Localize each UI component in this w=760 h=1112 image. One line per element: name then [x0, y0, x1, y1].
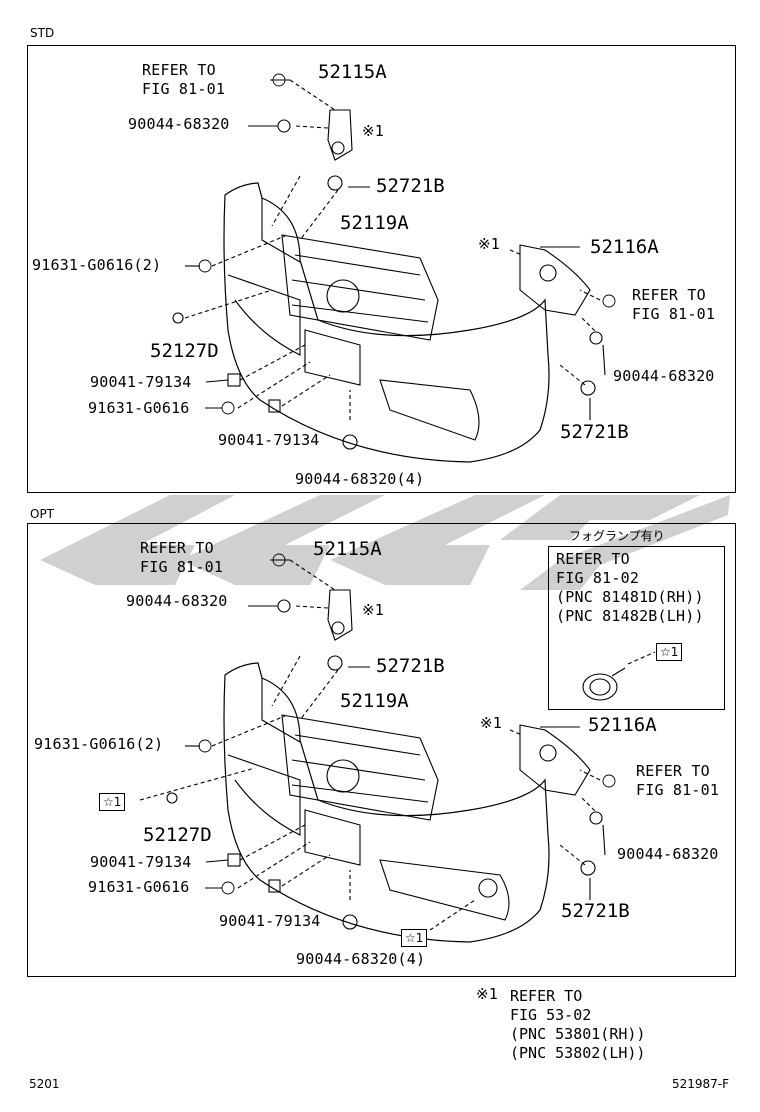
std-part-52721B-bot: 52721B: [560, 421, 629, 443]
footer-page-code: 5201: [29, 1077, 60, 1091]
std-part-90041-b: 90041-79134: [218, 431, 320, 449]
std-refer-text-2: FIG 81-01: [142, 80, 226, 98]
std-bumper-drawing: [172, 73, 616, 463]
opt-mark-1b: ※1: [480, 714, 502, 732]
footer-figure-code: 521987-F: [672, 1077, 730, 1091]
opt-part-91631-b: 91631-G0616: [88, 878, 190, 896]
std-mark-1b: ※1: [478, 235, 500, 253]
opt-part-52721B-bot: 52721B: [561, 900, 630, 922]
foglamp-line-3: (PNC 81481D(RH)): [556, 588, 704, 606]
opt-bumper-drawing: [139, 553, 616, 943]
std-refer2-text-1: REFER TO: [632, 286, 706, 304]
section-label-opt: OPT: [30, 507, 55, 521]
opt-part-52119A: 52119A: [340, 690, 409, 712]
std-part-52115A: 52115A: [318, 61, 387, 83]
std-part-52721B-top: 52721B: [376, 175, 445, 197]
std-refer2-text-2: FIG 81-01: [632, 305, 716, 323]
std-part-52119A: 52119A: [340, 212, 409, 234]
foglamp-line-4: (PNC 81482B(LH)): [556, 607, 704, 625]
opt-part-52721B-top: 52721B: [376, 655, 445, 677]
std-part-90044-4: 90044-68320(4): [295, 470, 425, 488]
section-label-std: STD: [30, 26, 55, 40]
opt-star-tag-left: ☆1: [99, 793, 126, 811]
foglamp-line-2: FIG 81-02: [556, 569, 640, 587]
footnote-line-4: (PNC 53802(LH)): [510, 1044, 646, 1062]
std-part-90041-a: 90041-79134: [90, 373, 192, 391]
opt-part-90044-top: 90044-68320: [126, 592, 228, 610]
footnote-line-2: FIG 53-02: [510, 1006, 592, 1024]
std-refer-text-1: REFER TO: [142, 61, 216, 79]
std-part-91631-b: 91631-G0616: [88, 399, 190, 417]
opt-part-52116A: 52116A: [588, 714, 657, 736]
foglamp-star-tag: ☆1: [656, 643, 683, 661]
std-part-52127D: 52127D: [150, 340, 219, 362]
foglamp-title: フォグランプ有り: [569, 529, 665, 543]
opt-part-90044-right: 90044-68320: [617, 845, 719, 863]
opt-part-91631-2: 91631-G0616(2): [34, 735, 164, 753]
opt-part-90041-b: 90041-79134: [219, 912, 321, 930]
opt-star-tag-bottom: ☆1: [401, 929, 428, 947]
std-part-90044-right: 90044-68320: [613, 367, 715, 385]
opt-panel: [27, 523, 736, 977]
opt-refer2-text-2: FIG 81-01: [636, 781, 720, 799]
opt-part-52127D: 52127D: [143, 824, 212, 846]
footnote-mark: ※1: [476, 985, 498, 1003]
foglamp-drawing: [582, 651, 656, 701]
std-part-91631-2: 91631-G0616(2): [32, 256, 162, 274]
std-part-52116A: 52116A: [590, 236, 659, 258]
foglamp-inset-box: [548, 546, 725, 710]
footnote-line-3: (PNC 53801(RH)): [510, 1025, 646, 1043]
opt-part-90044-4: 90044-68320(4): [296, 950, 426, 968]
std-part-90044-top: 90044-68320: [128, 115, 230, 133]
std-mark-1: ※1: [362, 122, 384, 140]
opt-refer-text-1: REFER TO: [140, 539, 214, 557]
footnote-line-1: REFER TO: [510, 987, 583, 1005]
foglamp-line-1: REFER TO: [556, 550, 630, 568]
opt-refer-text-2: FIG 81-01: [140, 558, 224, 576]
opt-part-52115A: 52115A: [313, 538, 382, 560]
opt-part-90041-a: 90041-79134: [90, 853, 192, 871]
opt-mark-1: ※1: [362, 601, 384, 619]
std-panel: [27, 45, 736, 493]
opt-refer2-text-1: REFER TO: [636, 762, 710, 780]
